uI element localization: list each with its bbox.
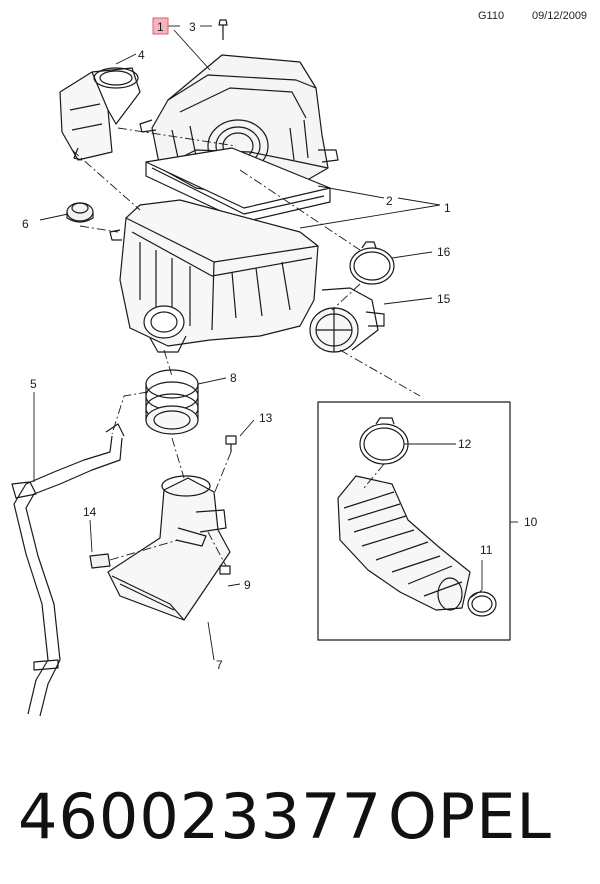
leader-lines: [33, 25, 518, 661]
air-cleaner-lower-housing: [109, 199, 319, 353]
callout-5: 5: [30, 377, 37, 391]
callout-1: 1: [444, 201, 451, 215]
intake-hose-part-10: [337, 475, 471, 611]
diagram-code: G110: [478, 10, 505, 22]
callout-1-highlighted: 1: [157, 20, 164, 34]
callout-10: 10: [524, 515, 538, 529]
intake-duct-part-7: [107, 475, 231, 621]
brand-name: OPEL: [388, 780, 552, 853]
screw-part-13: [225, 435, 237, 452]
callout-12: 12: [458, 437, 472, 451]
callout-9: 9: [244, 578, 251, 592]
clamp-part-11: [467, 591, 497, 617]
breather-hose-part-5: [11, 423, 125, 717]
callout-7: 7: [216, 658, 223, 672]
exploded-parts-diagram: 1 3 4 2 1 6 16 15 8 5 13 12 14 10 11 9 7: [11, 17, 538, 717]
grommet-part-6: [66, 202, 94, 223]
part-number: 460023377: [18, 780, 383, 853]
callout-13: 13: [259, 411, 273, 425]
bellows-part-8: [145, 369, 199, 435]
screw-part-9: [219, 565, 231, 575]
mass-air-flow-sensor-part-15: [309, 287, 385, 353]
detail-box-part-10: [317, 401, 511, 641]
alignment-lines: [71, 127, 483, 599]
clip-part-14: [89, 553, 111, 569]
callout-14: 14: [83, 505, 97, 519]
diagram-date: 09/12/2009: [532, 10, 588, 22]
callout-2: 2: [386, 194, 393, 208]
highlighted-callout-box: [152, 17, 169, 35]
callout-11: 11: [480, 543, 493, 557]
screw-part-3: [218, 19, 228, 40]
callout-3: 3: [189, 20, 196, 34]
callout-6: 6: [22, 217, 29, 231]
resonator-part-4: [59, 67, 141, 161]
callout-15: 15: [437, 292, 451, 306]
clamp-part-12: [359, 417, 409, 465]
callout-4: 4: [138, 48, 145, 62]
clamp-part-16: [349, 241, 395, 285]
callout-8: 8: [230, 371, 237, 385]
callout-16: 16: [437, 245, 451, 259]
